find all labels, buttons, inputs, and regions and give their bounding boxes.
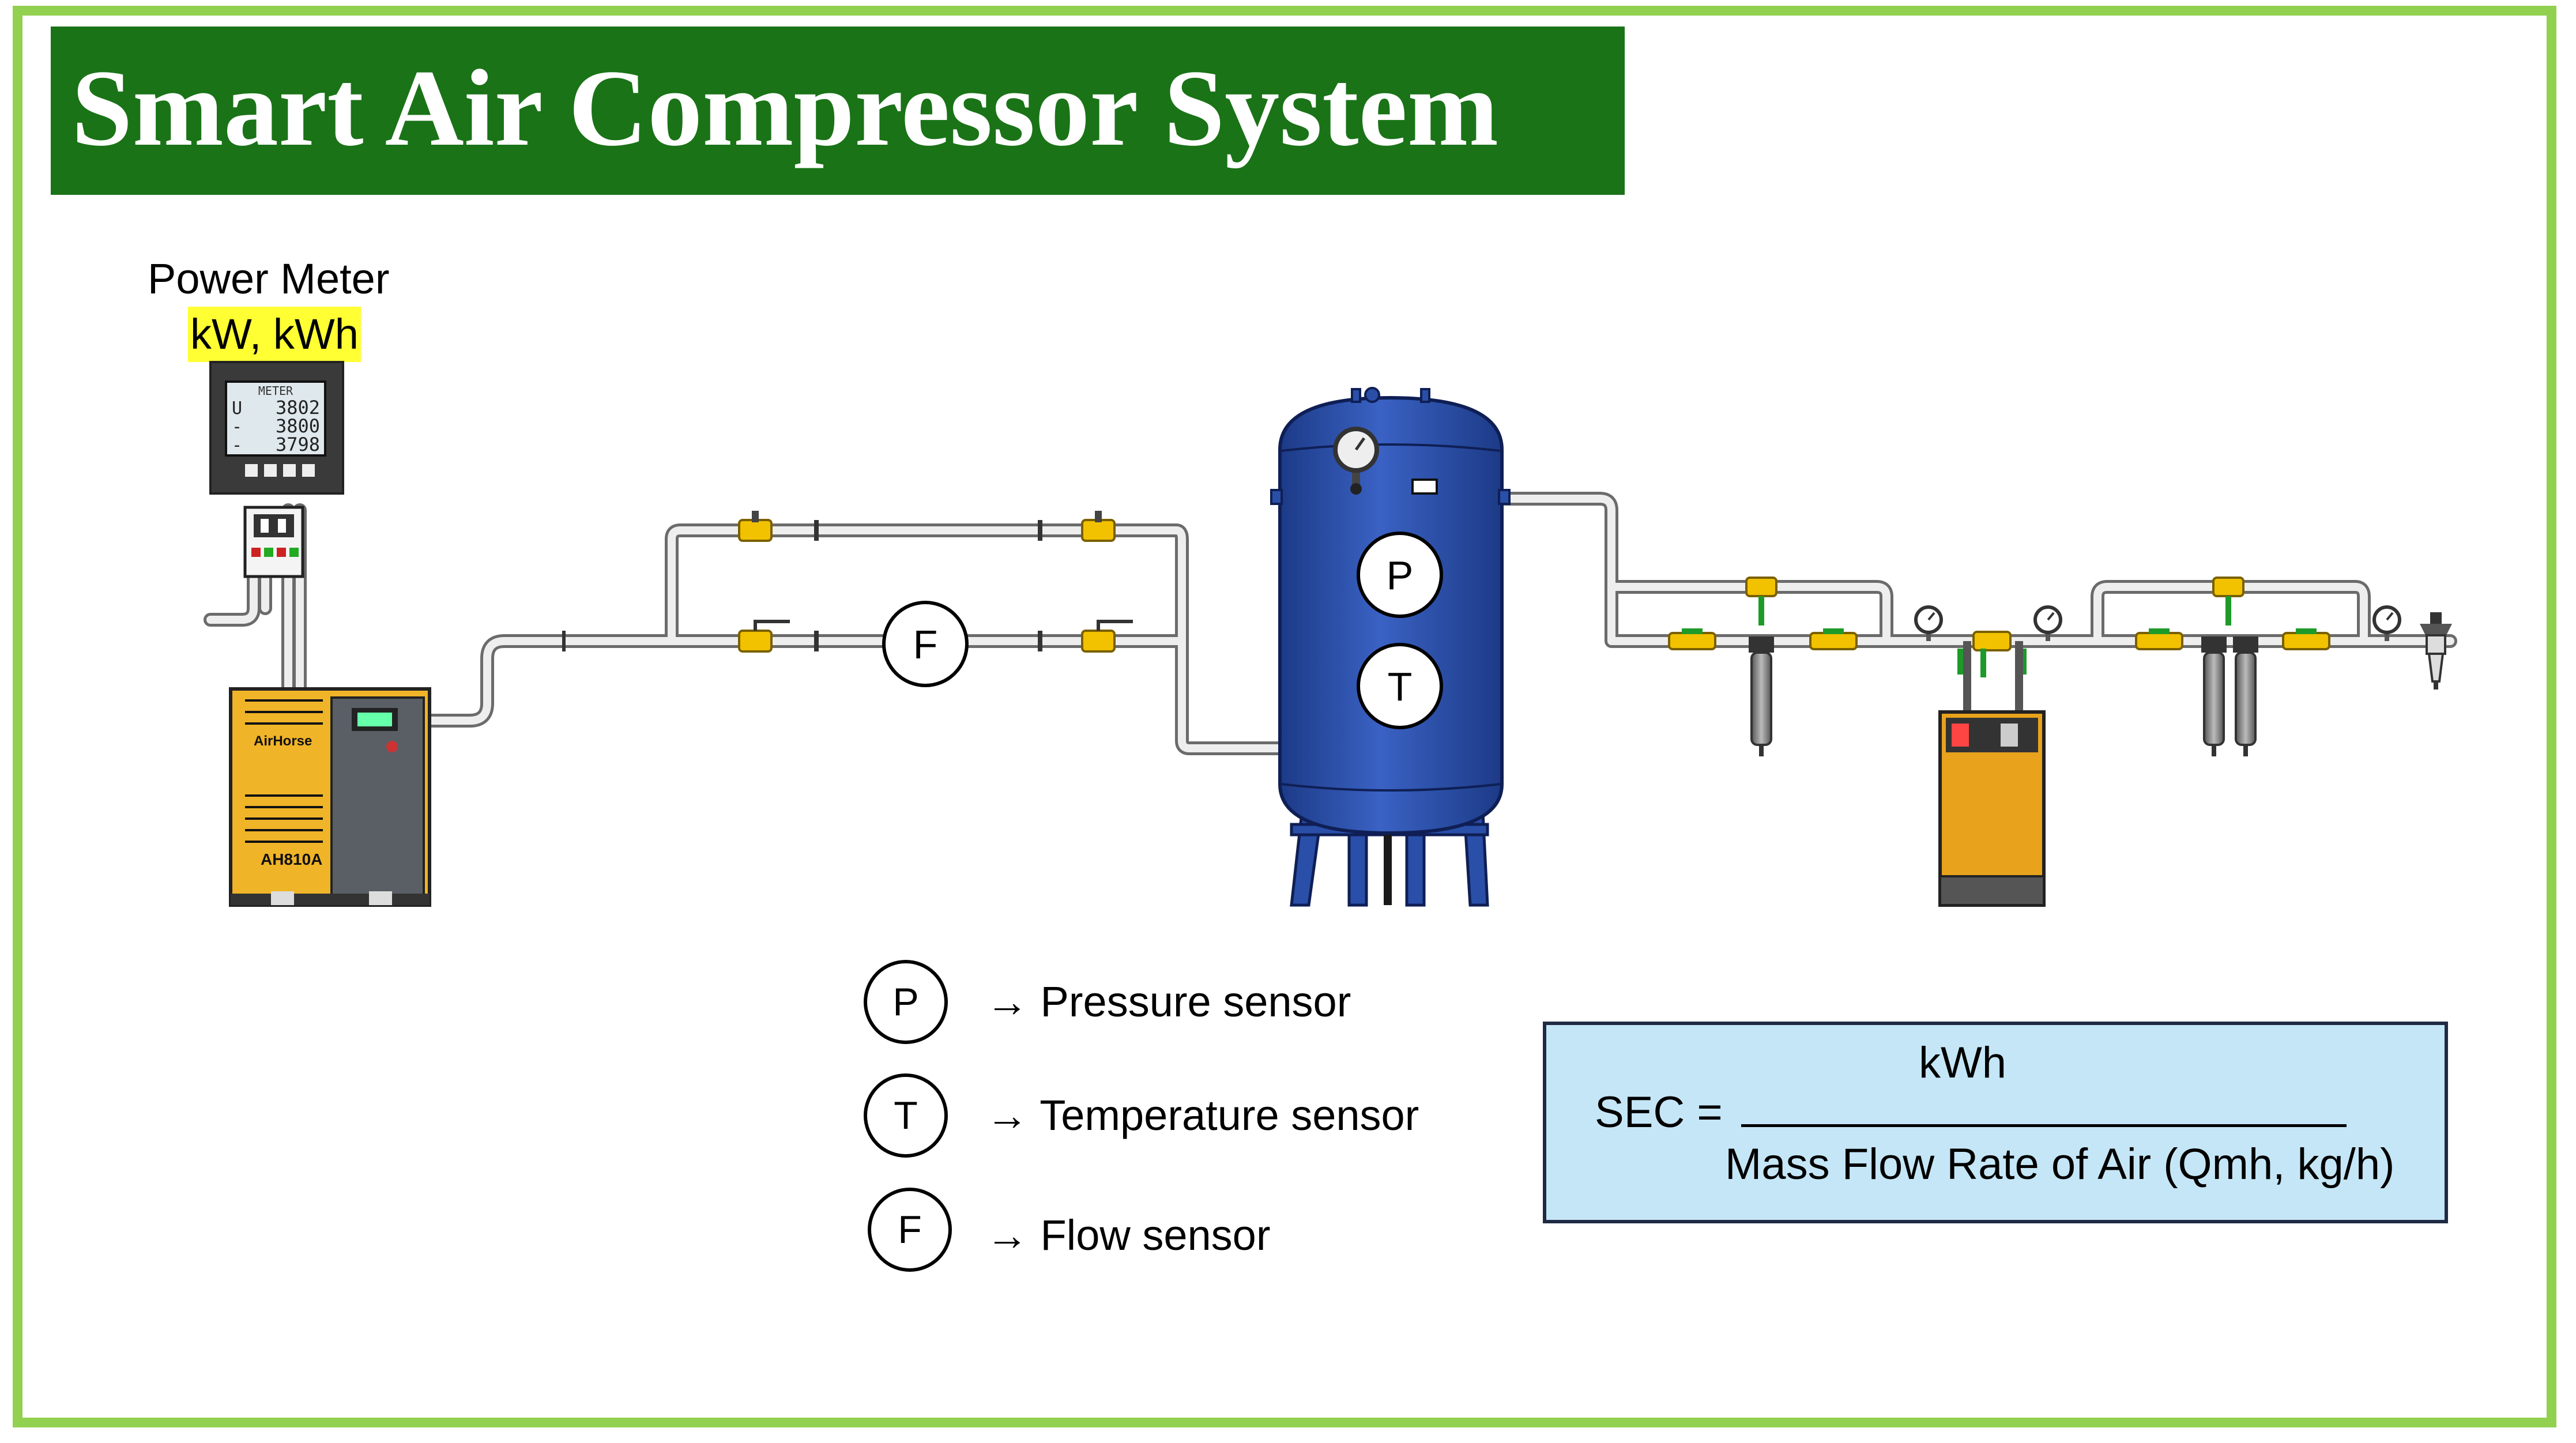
circuit-breaker-icon — [243, 506, 304, 578]
legend-symbol: P — [864, 960, 948, 1044]
legend-symbol: F — [868, 1188, 952, 1272]
svg-text:-: - — [232, 417, 242, 437]
valve-icon — [738, 620, 790, 653]
legend-text: → Temperature sensor — [986, 1091, 1419, 1139]
flow-sensor-symbol: F — [913, 622, 938, 667]
legend-symbol: T — [864, 1073, 948, 1158]
page-title: Smart Air Compressor System — [71, 48, 1499, 169]
sec-formula-box: SEC = kWh Mass Flow Rate of Air (Qmh, kg… — [1543, 1022, 2448, 1223]
title-banner: Smart Air Compressor System — [51, 27, 1625, 195]
legend-text: → Flow sensor — [986, 1211, 1271, 1259]
valve-icon — [1081, 620, 1133, 653]
sec-label: SEC = — [1595, 1088, 1723, 1137]
sec-numerator: kWh — [1919, 1038, 2006, 1087]
power-meter-device: METER U - - 3802 3800 3798 — [209, 361, 344, 495]
pressure-gauge-icon — [2372, 605, 2401, 641]
pipe-flanges — [562, 520, 1042, 651]
valve-icon — [2282, 628, 2330, 650]
air-dryer — [1938, 641, 2046, 907]
temperature-sensor-symbol: T — [1388, 664, 1413, 709]
pressure-sensor: P — [1357, 532, 1443, 618]
filter-icon — [2233, 636, 2258, 756]
meter-header: METER — [258, 384, 293, 398]
fraction-line — [1741, 1124, 2347, 1127]
pressure-gauge-icon — [2033, 605, 2062, 641]
valve-icon — [2212, 577, 2244, 597]
slide-border — [13, 6, 2556, 1427]
sec-denominator: Mass Flow Rate of Air (Qmh, kg/h) — [1725, 1140, 2395, 1189]
valve-icon — [2135, 628, 2183, 650]
power-meter-units: kW, kWh — [188, 307, 361, 362]
valve-icon — [1081, 511, 1116, 542]
filter-icon — [2201, 636, 2227, 756]
regulator-icon — [2420, 612, 2452, 690]
meter-reading: 3802 — [276, 397, 320, 419]
pressure-gauge-icon — [1914, 605, 1943, 641]
air-compressor: AirHorse AH810A — [229, 687, 431, 907]
svg-text:U: U — [232, 398, 242, 419]
pressure-sensor-symbol: P — [1387, 553, 1414, 598]
meter-reading: 3800 — [276, 415, 320, 437]
compressor-brand: AirHorse — [254, 733, 312, 749]
svg-text:-: - — [232, 435, 242, 455]
tank-pressure-gauge-icon — [1333, 427, 1379, 495]
valve-icon — [1668, 628, 1716, 650]
compressor-model: AH810A — [261, 850, 322, 868]
temperature-sensor: T — [1357, 643, 1443, 729]
line-gauges — [1914, 605, 2401, 641]
power-meter-label: Power Meter — [148, 255, 390, 303]
valve-icon — [738, 511, 773, 542]
filter-icon — [1749, 636, 1774, 756]
valve-icon — [1809, 628, 1858, 650]
valve-icon — [1972, 631, 2012, 651]
drain-lines — [1758, 596, 2231, 677]
line-filters — [1749, 612, 2452, 756]
ball-valves — [738, 511, 2330, 653]
legend-text: → Pressure sensor — [986, 978, 1351, 1026]
valve-icon — [1745, 577, 1777, 597]
flow-sensor: F — [882, 601, 969, 687]
meter-reading: 3798 — [276, 434, 320, 455]
